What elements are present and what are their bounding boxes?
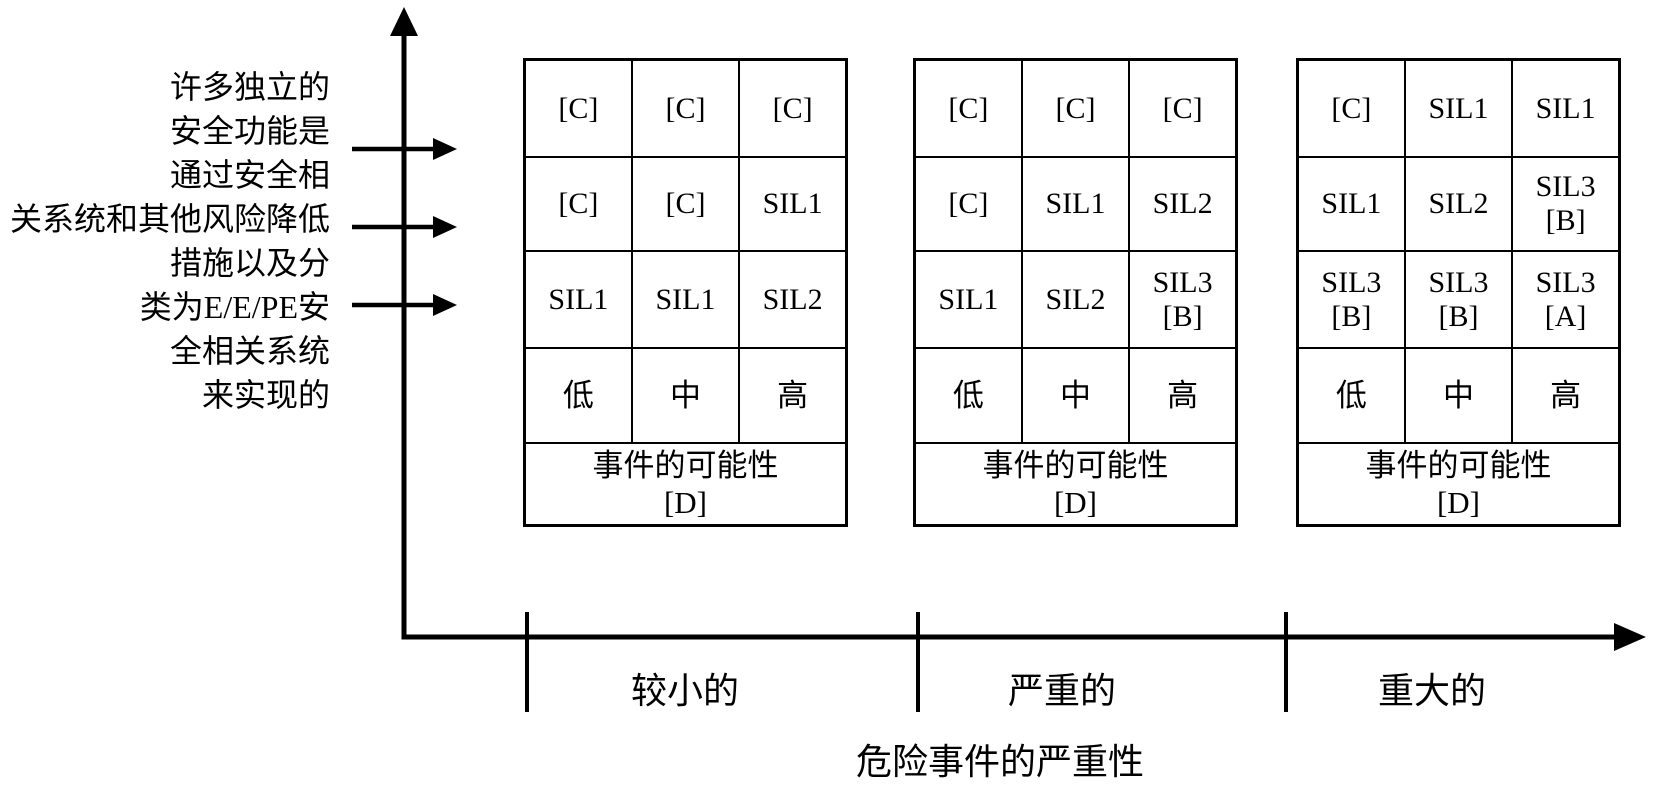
table-row: [C] SIL1 SIL2 xyxy=(913,156,1238,252)
annotation-line: 类为E/E/PE安 xyxy=(139,289,330,325)
matrix-cell: SIL2 xyxy=(1020,250,1131,349)
matrix-cell: SIL1 xyxy=(630,250,741,349)
matrix-cell: [C] xyxy=(913,156,1023,252)
likelihood-label: 低 xyxy=(523,347,633,444)
table-row: 事件的可能性 [D] xyxy=(913,442,1238,527)
table-row: 低 中 高 xyxy=(523,347,848,444)
table-row: [C] [C] SIL1 xyxy=(523,156,848,252)
table-row: 低 中 高 xyxy=(913,347,1238,444)
matrix-cell: SIL1 xyxy=(913,250,1023,349)
table-row: [C] SIL1 SIL1 xyxy=(1296,58,1621,158)
annotation-line: 措施以及分 xyxy=(169,245,330,281)
likelihood-label: 高 xyxy=(1128,347,1238,444)
annotation-line: 全相关系统 xyxy=(169,333,330,369)
right-arrow-icon xyxy=(433,216,457,238)
matrix-cell: SIL3 [B] xyxy=(1511,156,1621,252)
y-axis-annotation: 许多独立的 安全功能是 通过安全相 关系统和其他风险降低 措施以及分 类为E/E… xyxy=(0,65,330,417)
x-axis-label-minor: 较小的 xyxy=(630,671,740,711)
matrix-cell: SIL1 xyxy=(1511,58,1621,158)
matrix-cell: SIL1 xyxy=(1403,58,1514,158)
x-axis-label-major: 重大的 xyxy=(1377,671,1487,711)
matrix-cell: [C] xyxy=(1020,58,1131,158)
table-row: [C] [C] [C] xyxy=(523,58,848,158)
table-row: SIL3 [B] SIL3 [B] SIL3 [A] xyxy=(1296,250,1621,349)
matrix-cell: [C] xyxy=(630,156,741,252)
note-arrow-2 xyxy=(352,216,457,238)
annotation-line: 安全功能是 xyxy=(169,113,330,149)
table-row: 事件的可能性 [D] xyxy=(523,442,848,527)
matrix-cell: SIL3 [B] xyxy=(1296,250,1406,349)
annotation-line: 关系统和其他风险降低 xyxy=(9,201,330,237)
x-axis xyxy=(401,623,1646,651)
x-axis-title: 危险事件的严重性 xyxy=(855,742,1145,782)
right-arrow-icon xyxy=(433,294,457,316)
matrix-cell: [C] xyxy=(523,156,633,252)
matrix-cell: SIL2 xyxy=(738,250,848,349)
note-arrow-3 xyxy=(352,294,457,316)
likelihood-label: 中 xyxy=(1020,347,1131,444)
table-row: [C] [C] [C] xyxy=(913,58,1238,158)
risk-matrix-minor: [C] [C] [C] [C] [C] SIL1 SIL1 SIL1 SIL2 … xyxy=(523,58,848,527)
table-row: 低 中 高 xyxy=(1296,347,1621,444)
matrix-cell: [C] xyxy=(630,58,741,158)
likelihood-label: 中 xyxy=(630,347,741,444)
right-arrow-icon xyxy=(433,138,457,160)
likelihood-label: 高 xyxy=(738,347,848,444)
matrix-cell: SIL2 xyxy=(1403,156,1514,252)
matrix-cell: [C] xyxy=(738,58,848,158)
matrix-cell: [C] xyxy=(523,58,633,158)
annotation-line: 来实现的 xyxy=(201,377,330,413)
matrix-footer: 事件的可能性 [D] xyxy=(913,442,1238,527)
matrix-cell: SIL3 [A] xyxy=(1511,250,1621,349)
risk-matrix-serious: [C] [C] [C] [C] SIL1 SIL2 SIL1 SIL2 SIL3… xyxy=(913,58,1238,527)
up-arrow-icon xyxy=(390,7,418,36)
annotation-line: 通过安全相 xyxy=(169,157,330,193)
matrix-cell: SIL1 xyxy=(1296,156,1406,252)
matrix-cell: SIL3 [B] xyxy=(1128,250,1238,349)
table-row: SIL1 SIL1 SIL2 xyxy=(523,250,848,349)
matrix-cell: SIL1 xyxy=(523,250,633,349)
table-row: SIL1 SIL2 SIL3 [B] xyxy=(913,250,1238,349)
annotation-line: 许多独立的 xyxy=(169,69,330,105)
matrix-cell: SIL1 xyxy=(1020,156,1131,252)
matrix-cell: [C] xyxy=(913,58,1023,158)
likelihood-label: 低 xyxy=(1296,347,1406,444)
note-arrow-1 xyxy=(352,138,457,160)
x-axis-label-serious: 严重的 xyxy=(1007,671,1117,711)
matrix-cell: SIL1 xyxy=(738,156,848,252)
table-row: SIL1 SIL2 SIL3 [B] xyxy=(1296,156,1621,252)
likelihood-label: 高 xyxy=(1511,347,1621,444)
matrix-cell: SIL2 xyxy=(1128,156,1238,252)
risk-matrix-major: [C] SIL1 SIL1 SIL1 SIL2 SIL3 [B] SIL3 [B… xyxy=(1296,58,1621,527)
likelihood-label: 低 xyxy=(913,347,1023,444)
likelihood-label: 中 xyxy=(1403,347,1514,444)
matrix-cell: [C] xyxy=(1296,58,1406,158)
matrix-footer: 事件的可能性 [D] xyxy=(1296,442,1621,527)
table-row: 事件的可能性 [D] xyxy=(1296,442,1621,527)
matrix-cell: SIL3 [B] xyxy=(1403,250,1514,349)
matrix-cell: [C] xyxy=(1128,58,1238,158)
right-arrow-icon xyxy=(1614,623,1646,651)
matrix-footer: 事件的可能性 [D] xyxy=(523,442,848,527)
y-axis xyxy=(390,7,418,640)
